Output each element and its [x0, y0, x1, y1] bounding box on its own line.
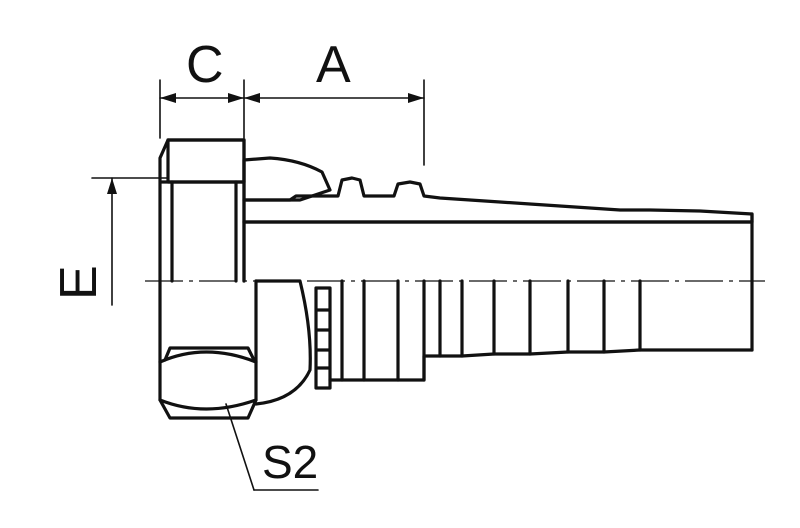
callout-s2: S2 — [225, 403, 319, 491]
collar-section — [242, 156, 332, 202]
dimension-a-label: A — [316, 36, 351, 94]
ferrule-rings — [314, 286, 332, 390]
hex-nut-outline — [158, 279, 258, 420]
section-view — [158, 138, 754, 352]
barb-2 — [396, 279, 426, 382]
stem-lower-outline — [328, 348, 754, 382]
dimension-e-label: E — [50, 265, 108, 300]
dimension-e: E — [50, 177, 169, 306]
hex-nut-chamfer — [158, 398, 258, 411]
external-view — [158, 279, 754, 420]
nut-body-upper — [158, 138, 246, 283]
stem-wall-section — [242, 176, 754, 224]
dimension-c-a: C A — [159, 36, 425, 166]
hex-nut-flat-lower — [163, 346, 256, 362]
barb-1 — [340, 279, 366, 382]
nut-shoulder — [254, 279, 312, 406]
nut-section — [166, 138, 246, 184]
dimension-c-label: C — [186, 36, 224, 94]
callout-s2-label: S2 — [262, 436, 318, 488]
hex-nut-flat-upper — [158, 350, 258, 364]
